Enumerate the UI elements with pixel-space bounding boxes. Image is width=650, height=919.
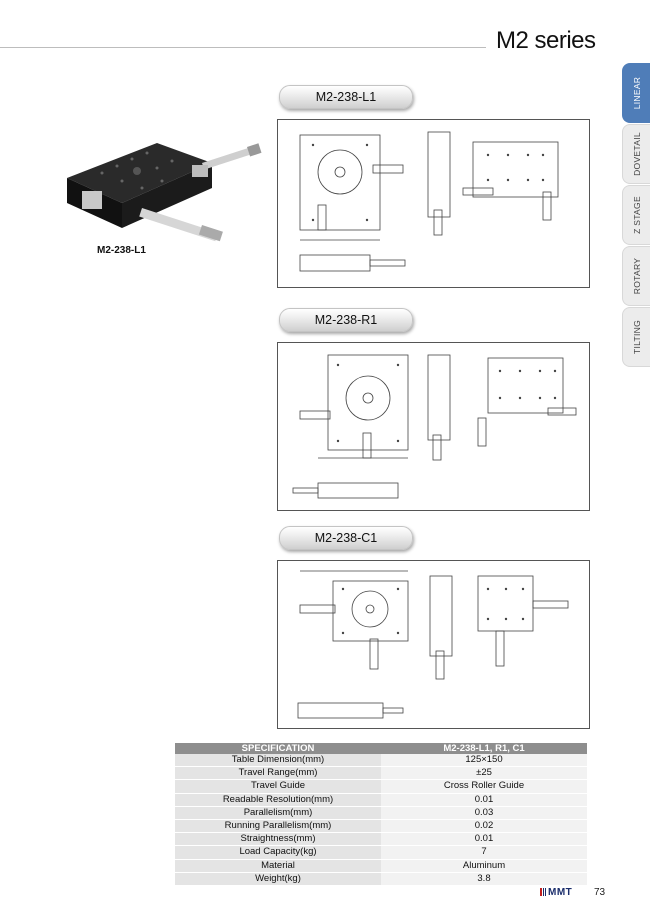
page-title: M2 series (496, 27, 596, 54)
spec-value: 0.01 (381, 832, 587, 847)
spec-value: 7 (381, 845, 587, 860)
table-row: Weight(kg)3.8 (175, 872, 587, 887)
table-row: Travel Range(mm)±25 (175, 766, 587, 781)
spec-value: Aluminum (381, 859, 587, 873)
spec-label: Travel Range(mm) (175, 766, 381, 781)
table-row: Table Dimension(mm)125×150 (175, 754, 587, 768)
spec-label: Travel Guide (175, 779, 381, 794)
spec-label: Weight(kg) (175, 872, 381, 887)
spec-header-models: M2-238-L1, R1, C1 (381, 743, 587, 754)
spec-label: Straightness(mm) (175, 832, 381, 847)
side-tab-nav: LINEAR DOVETAIL Z STAGE ROTARY TILTING (622, 63, 650, 368)
spec-label: Parallelism(mm) (175, 806, 381, 821)
table-row: Load Capacity(kg)7 (175, 845, 587, 860)
spec-label: Running Parallelism(mm) (175, 819, 381, 834)
spec-header-label: SPECIFICATION (175, 743, 381, 754)
tab-tilting-label: TILTING (631, 319, 642, 355)
spec-value: 3.8 (381, 872, 587, 887)
spec-value: 0.01 (381, 793, 587, 807)
model-label-r1: M2-238-R1 (279, 308, 413, 332)
technical-drawing-r1 (292, 354, 577, 499)
spec-label: Material (175, 859, 381, 873)
tab-rotary[interactable]: ROTARY (622, 246, 650, 306)
logo-mark-icon (540, 888, 546, 896)
tab-linear-label: LINEAR (631, 76, 642, 110)
table-row: Straightness(mm)0.01 (175, 832, 587, 847)
spec-label: Table Dimension(mm) (175, 754, 381, 768)
logo-text: MMT (548, 887, 573, 898)
spec-value: Cross Roller Guide (381, 779, 587, 794)
tab-z-stage-label: Z STAGE (631, 196, 642, 234)
spec-value: ±25 (381, 766, 587, 781)
technical-drawing-l1 (299, 131, 559, 272)
product-caption: M2-238-L1 (97, 245, 146, 256)
table-row: Running Parallelism(mm)0.02 (175, 819, 587, 834)
tab-linear[interactable]: LINEAR (622, 63, 650, 123)
tab-dovetail[interactable]: DOVETAIL (622, 124, 650, 184)
product-photo (67, 143, 262, 242)
spec-value: 0.03 (381, 806, 587, 821)
drawing-c1 (277, 560, 590, 729)
spec-label: Readable Resolution(mm) (175, 793, 381, 807)
spec-header-row: SPECIFICATION M2-238-L1, R1, C1 (175, 743, 587, 754)
brand-logo: MMT (540, 887, 572, 898)
tab-tilting[interactable]: TILTING (622, 307, 650, 367)
header-rule (0, 47, 486, 48)
spec-table: SPECIFICATION M2-238-L1, R1, C1 Table Di… (175, 743, 587, 887)
table-row: Readable Resolution(mm)0.01 (175, 793, 587, 807)
model-label-l1: M2-238-L1 (279, 85, 413, 109)
tab-z-stage[interactable]: Z STAGE (622, 185, 650, 245)
table-row: Parallelism(mm)0.03 (175, 806, 587, 821)
drawing-l1 (277, 119, 590, 288)
technical-drawing-c1 (297, 570, 569, 719)
page-number: 73 (594, 887, 606, 898)
spec-value: 125×150 (381, 754, 587, 768)
spec-label: Load Capacity(kg) (175, 845, 381, 860)
spec-value: 0.02 (381, 819, 587, 834)
tab-dovetail-label: DOVETAIL (631, 132, 642, 176)
model-label-c1: M2-238-C1 (279, 526, 413, 550)
tab-rotary-label: ROTARY (631, 257, 642, 295)
drawing-r1 (277, 342, 590, 511)
